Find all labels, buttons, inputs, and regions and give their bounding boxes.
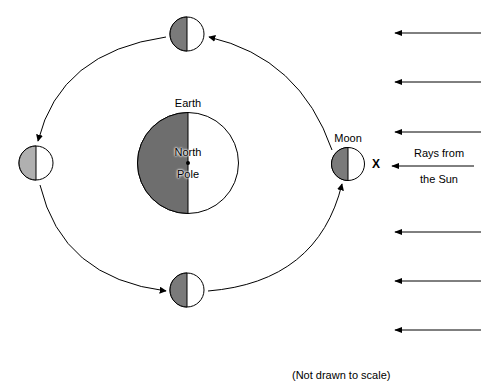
sun-ray xyxy=(392,33,481,330)
night-side xyxy=(332,148,349,181)
night-side xyxy=(138,113,189,214)
pole-label: North Pole xyxy=(175,141,202,185)
rays-label: Rays from the Sun xyxy=(408,140,470,192)
moon-phase xyxy=(170,17,204,51)
earth-globe: EarthNorth Pole xyxy=(137,112,239,214)
circle-face xyxy=(332,148,365,181)
moon-phase xyxy=(19,146,53,180)
circle-outline xyxy=(331,147,365,181)
moon-circle: Moon xyxy=(331,147,365,181)
circle-face xyxy=(138,113,239,214)
moon-label: Moon xyxy=(334,132,362,144)
circle-outline xyxy=(137,112,239,214)
earth-label: Earth xyxy=(175,97,201,109)
pole-dot xyxy=(186,161,190,165)
moon-phase xyxy=(170,273,204,307)
orbit-arrow xyxy=(38,37,342,291)
point-label: X xyxy=(372,157,380,171)
scale-note: (Not drawn to scale) xyxy=(292,369,390,381)
